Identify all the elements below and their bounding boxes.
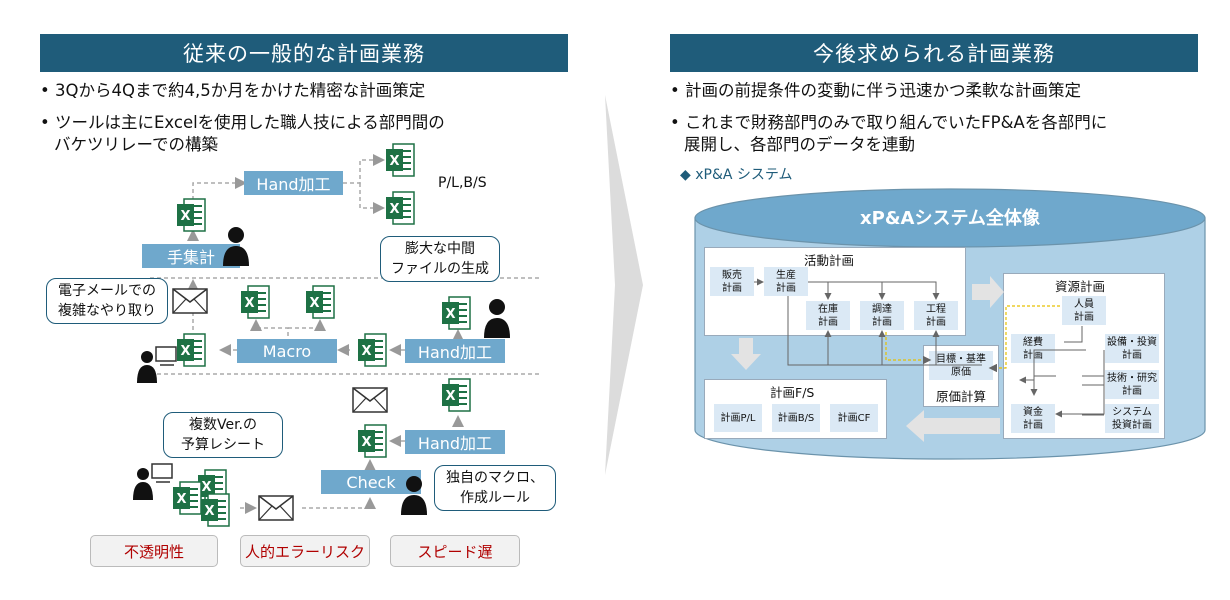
svg-text:X: X [445,389,455,404]
email-envelope-icon [352,387,388,413]
right-header: 今後求められる計画業務 [670,34,1198,72]
left-bullet-2-cont: バケツリレーでの構築 [54,135,219,154]
email-envelope-icon [258,495,294,521]
person-icon [223,227,249,266]
plan-pl-cell: 計画P/L [714,404,762,432]
system-investment-plan-cell: システム 投資計画 [1105,404,1159,433]
left-bullet-2: • ツールは主にExcelを使用した職人技による部門間の [40,113,445,132]
right-bullet-1: • 計画の前提条件の変動に伴う迅速かつ柔軟な計画策定 [670,81,1081,100]
production-plan-cell: 生産 計画 [764,267,808,296]
svg-text:X: X [180,209,190,224]
svg-text:X: X [180,344,190,359]
capex-plan-cell: 設備・投資 計画 [1105,334,1159,363]
excel-icon: X [177,198,206,232]
svg-text:X: X [176,492,186,507]
excel-icon: X [386,143,415,177]
person-icon [484,299,510,338]
multiple-versions-bubble: 複数Ver.の 予算レシート [163,412,283,458]
transition-chevron-arrow [605,95,643,475]
personnel-plan-cell: 人員 計画 [1062,296,1106,325]
plan-cf-cell: 計画CF [830,404,878,432]
hand-process-label-1: Hand加工 [244,171,343,195]
svg-text:X: X [361,435,371,450]
cylinder-title: xP&Aシステム全体像 [860,208,1040,229]
xpa-connectors [731,276,1105,442]
procurement-plan-cell: 調達 計画 [860,301,904,330]
sales-plan-cell: 販売 計画 [710,267,754,296]
process-plan-cell: 工程 計画 [914,301,958,330]
excel-icon: X [241,285,270,319]
left-header: 従来の一般的な計画業務 [40,34,568,72]
risk-human-error: 人的エラーリスク [240,535,370,567]
excel-icon: X [442,378,471,412]
hand-process-label-3: Hand加工 [405,430,505,454]
person-with-computer-icon [133,463,173,500]
excel-icon: X [442,296,471,330]
excel-icon: X [358,424,387,458]
email-exchange-bubble: 電子メールでの 複雑なやり取り [46,278,168,324]
check-label: Check [321,470,421,494]
svg-text:X: X [201,480,211,495]
excel-icon: X [358,333,387,367]
risk-opacity: 不透明性 [90,535,218,567]
svg-text:X: X [389,154,399,169]
excel-icon: X [177,333,206,367]
person-with-computer-icon [137,346,177,383]
resource-plan-title: 資源計画 [1055,279,1106,294]
cost-accounting-title: 原価計算 [936,389,987,404]
svg-text:X: X [244,296,254,311]
excel-icon: X [201,493,230,527]
fs-plan-title: 計画F/S [770,385,815,400]
rnd-plan-cell: 技術・研究 計画 [1105,370,1159,399]
excel-icon: X [306,285,335,319]
expense-plan-cell: 経費 計画 [1011,334,1055,363]
svg-text:X: X [204,504,214,519]
svg-text:X: X [445,307,455,322]
plan-bs-cell: 計画B/S [772,404,820,432]
person-icon [401,476,427,515]
email-envelope-icon [172,288,208,314]
funding-plan-cell: 資金 計画 [1011,404,1055,433]
svg-text:X: X [389,202,399,217]
left-bullet-1: • 3Qから4Qまで約4,5か月をかけた精密な計画策定 [40,81,426,100]
risk-slow-speed: スピード遅 [390,535,520,567]
inventory-plan-cell: 在庫 計画 [806,301,850,330]
intermediate-files-bubble: 膨大な中間 ファイルの生成 [380,236,500,282]
svg-text:X: X [309,296,319,311]
xpa-section-label: ◆ xP&A システム [680,167,793,183]
right-bullet-2-cont: 展開し、各部門のデータを連動 [684,135,915,154]
excel-icon: X [386,191,415,225]
activity-plan-title: 活動計画 [804,253,855,268]
macro-label: Macro [237,339,337,363]
right-bullet-2: • これまで財務部門のみで取り組んでいたFP&Aを各部門に [670,113,1108,132]
pl-bs-label: P/L,B/S [438,175,487,191]
macro-rules-bubble: 独自のマクロ、 作成ルール [434,465,556,511]
excel-icon: X [173,481,202,515]
hand-process-label-2: Hand加工 [405,339,505,363]
svg-text:X: X [361,344,371,359]
